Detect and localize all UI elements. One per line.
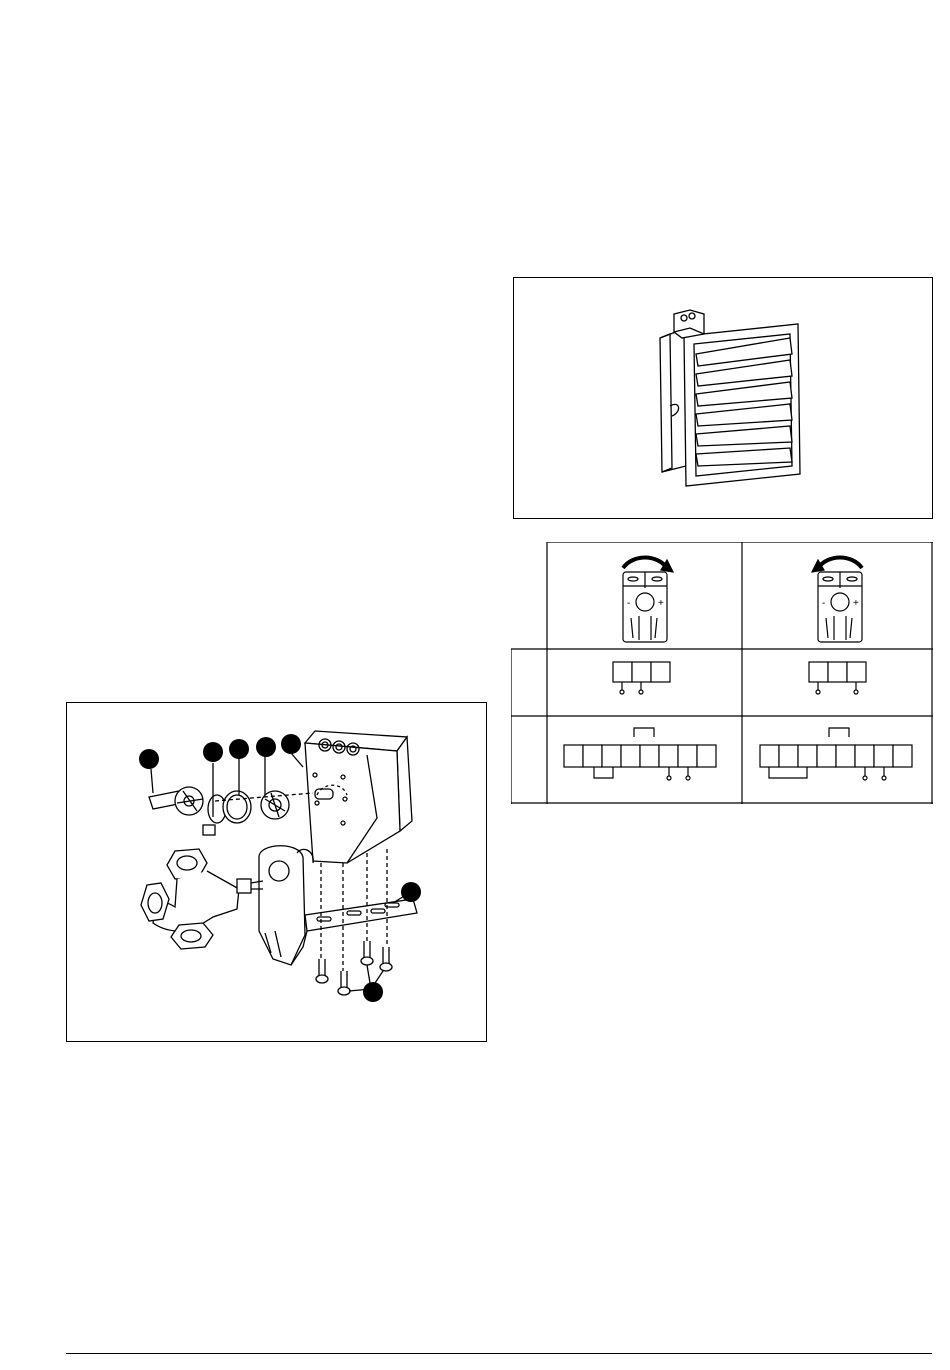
- actuator-housing: [305, 731, 412, 863]
- mounting-bracket: [259, 846, 417, 965]
- callout-7: [363, 982, 383, 1002]
- callout-2: [203, 742, 223, 762]
- callout-1: [139, 749, 159, 769]
- terminal-block-3-cw: [613, 662, 670, 694]
- wiring-table: - + - +: [511, 542, 933, 804]
- footer-rule: [66, 1353, 932, 1354]
- svg-text:-: -: [822, 598, 825, 609]
- damper-drawing: [514, 278, 932, 518]
- callout-6: [401, 882, 421, 902]
- svg-text:-: -: [627, 598, 630, 609]
- callout-3: [229, 739, 249, 759]
- exploded-view-figure: [66, 702, 487, 1042]
- stem-adapter: [149, 787, 215, 835]
- exploded-view-drawing: [67, 703, 486, 1041]
- rotation-counterclockwise-icon: - +: [812, 558, 862, 643]
- damper-figure: [513, 277, 933, 519]
- terminal-block-3-ccw: [809, 662, 866, 694]
- svg-text:+: +: [853, 598, 859, 609]
- terminal-block-8-ccw: [760, 728, 912, 780]
- damper-actuator: [674, 310, 704, 338]
- callout-5: [281, 734, 301, 754]
- svg-text:+: +: [658, 598, 664, 609]
- callout-4: [256, 737, 276, 757]
- wiring-table-drawing: - + - +: [511, 542, 933, 804]
- terminal-block-8-cw: [564, 728, 716, 780]
- coupling-rings: [208, 791, 289, 823]
- valve-body: [141, 849, 263, 949]
- rotation-clockwise-icon: - +: [623, 558, 673, 643]
